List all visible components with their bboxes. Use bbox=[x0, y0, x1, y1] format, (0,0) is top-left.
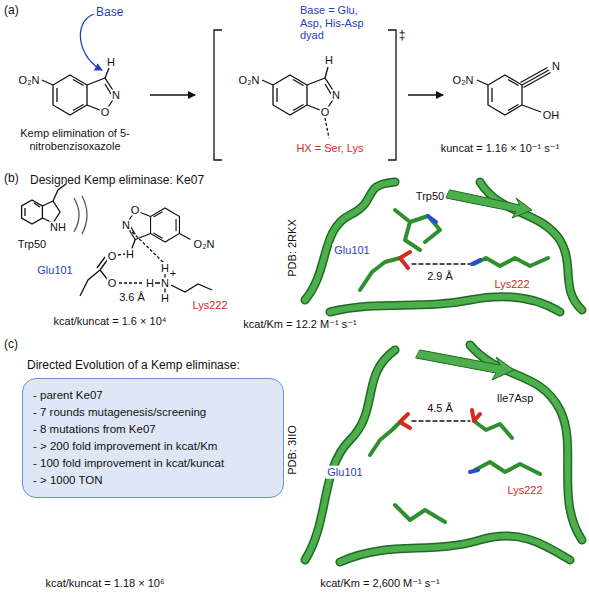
atom-label: O₂N bbox=[238, 75, 261, 86]
atom-label: N bbox=[121, 220, 131, 231]
figure-label: Kemp elimination of 5-nitrobenzisoxazole bbox=[10, 127, 140, 152]
figure-label: Lys222 bbox=[505, 484, 544, 497]
atom-label: H bbox=[106, 57, 116, 68]
list-item: - > 200 fold improvement in kcat/Km bbox=[33, 438, 273, 455]
list-item: - parent Ke07 bbox=[33, 387, 273, 404]
atom-label: O bbox=[107, 251, 118, 262]
atom-label: NH bbox=[49, 222, 67, 233]
list-item: - 7 rounds mutagenesis/screening bbox=[33, 404, 273, 421]
figure-label: PDB: 3IIO bbox=[286, 425, 299, 475]
atom-label: O bbox=[320, 107, 331, 118]
box-heading: Directed Evolution of a Kemp eliminase: bbox=[27, 358, 240, 372]
atom-label: N bbox=[331, 90, 341, 101]
figure-label: Base = Glu, Asp, His-Asp dyad bbox=[300, 4, 380, 42]
figure-label: ‡ bbox=[399, 29, 406, 43]
figure-label: Trp50 bbox=[18, 238, 46, 251]
figure-label: kcat/kuncat = 1.18 × 10⁶ bbox=[46, 577, 165, 590]
atom-label: O bbox=[107, 278, 118, 289]
figure-label: Lys222 bbox=[492, 278, 531, 291]
figure-label: Glu101 bbox=[37, 264, 72, 277]
figure-label: Glu101 bbox=[325, 466, 364, 479]
list-item: - > 1000 TON bbox=[33, 472, 273, 489]
figure-label: (a) bbox=[4, 4, 19, 18]
atom-label: O₂N bbox=[193, 239, 216, 250]
figure-label: 3.6 Å bbox=[117, 291, 147, 304]
atom-label: H bbox=[125, 249, 135, 260]
active-site-scheme bbox=[22, 184, 212, 296]
figure-label: Trp50 bbox=[414, 190, 446, 203]
figure-label: (c) bbox=[4, 338, 18, 352]
figure-label: kcat/kuncat = 1.6 × 10⁴ bbox=[54, 315, 167, 328]
atom-label: H bbox=[145, 278, 155, 289]
atom-label: H bbox=[160, 293, 170, 304]
atom-label: N bbox=[551, 61, 561, 72]
atom-label: N bbox=[111, 90, 121, 101]
figure-label: Lys222 bbox=[192, 299, 227, 312]
note-box: Directed Evolution of a Kemp eliminase:-… bbox=[22, 378, 284, 498]
figure-label: HX = Ser, Lys bbox=[296, 142, 363, 155]
atom-label: O₂N bbox=[452, 75, 475, 86]
atom-label: H bbox=[324, 55, 334, 66]
atom-label: O bbox=[130, 205, 141, 216]
figure-label: 4.5 Å bbox=[425, 402, 455, 415]
protein-structure bbox=[305, 345, 582, 562]
atom-label: O bbox=[100, 107, 111, 118]
figure-label: kuncat = 1.16 × 10⁻¹ s⁻¹ bbox=[441, 142, 560, 155]
atom-label: + bbox=[169, 268, 177, 279]
figure-label: kcat/Km = 12.2 M⁻¹ s⁻¹ bbox=[243, 318, 356, 331]
atom-label: OH bbox=[542, 110, 561, 121]
figure-label: 2.9 Å bbox=[425, 270, 455, 283]
atom-label: N bbox=[160, 278, 170, 289]
protein-structure bbox=[305, 182, 582, 312]
figure-label: kcat/Km = 2,600 M⁻¹ s⁻¹ bbox=[320, 577, 440, 590]
figure-label: Designed Kemp eliminase: Ke07 bbox=[30, 174, 204, 188]
figure-label: (b) bbox=[4, 172, 19, 186]
list-item: - 100 fold improvement in kcat/kuncat bbox=[33, 455, 273, 472]
figure-label: Ile7Asp bbox=[495, 392, 536, 405]
list-item: - 8 mutations from Ke07 bbox=[33, 421, 273, 438]
figure-label: Base bbox=[96, 6, 123, 20]
figure-label: Glu101 bbox=[332, 244, 371, 257]
atom-label: H bbox=[160, 263, 170, 274]
atom-label: O₂N bbox=[18, 75, 41, 86]
figure-label: PDB: 2RKX bbox=[286, 219, 299, 276]
